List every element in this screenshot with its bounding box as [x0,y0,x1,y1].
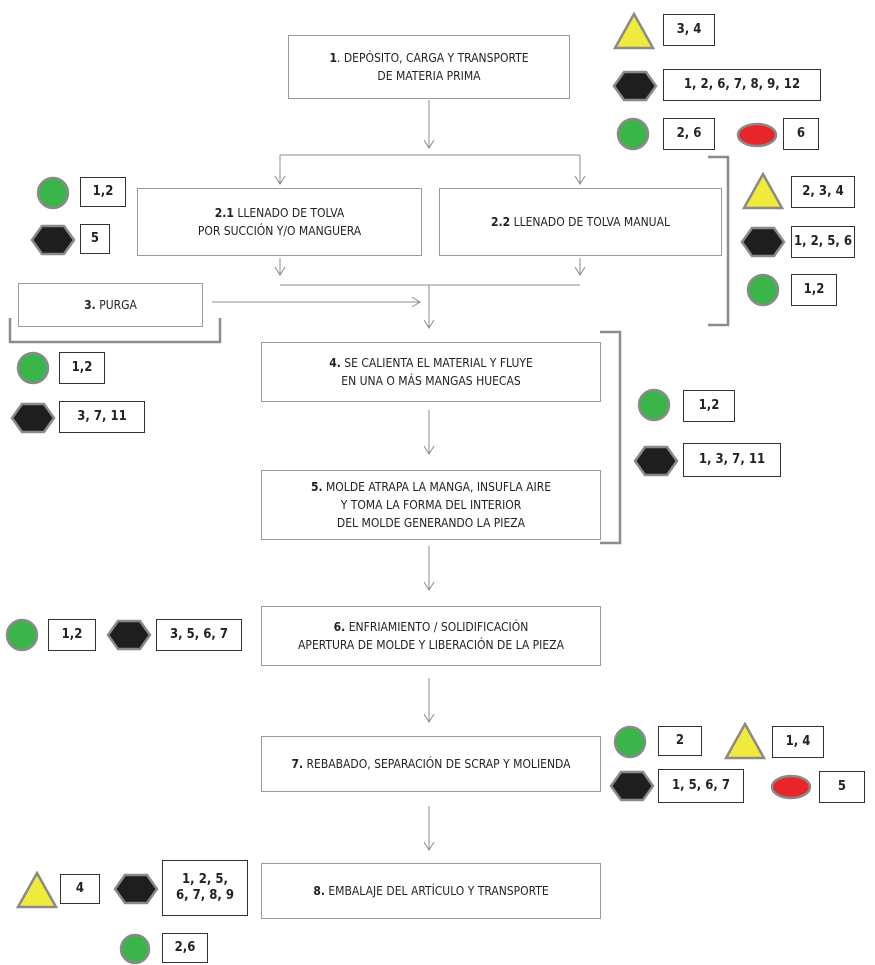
arrowhead [423,319,435,329]
label-box: 5 [819,771,865,803]
label-box: 1, 2, 5, 6 [791,226,855,258]
step-2-1-line2: POR SUCCIÓN Y/O MANGUERA [197,224,362,238]
arrowhead [423,139,435,149]
step-8-box: 8. EMBALAJE DEL ARTÍCULO Y TRANSPORTE [261,863,601,919]
step-3-box: 3. PURGA [18,283,203,327]
step-2-2-number: 2.2 [491,215,511,229]
step-1-box: 1. DEPÓSITO, CARGA Y TRANSPORTE DE MATER… [288,35,570,99]
circle-icon [5,618,39,652]
step-5-number: 5. [310,480,323,494]
step-8-number: 8. [313,884,325,898]
circle-icon [613,725,647,759]
label-box: 1,2 [48,619,96,651]
hexagon-icon [113,873,159,905]
label-line: 1, 2, 5, [182,872,228,887]
step-6-line1: ENFRIAMIENTO / SOLIDIFICACIÓN [345,620,529,634]
label-box: 5 [80,224,110,254]
step-6-box: 6. ENFRIAMIENTO / SOLIDIFICACIÓN APERTUR… [261,606,601,666]
arrowhead [574,266,586,276]
step-1-number: 1 [329,51,337,65]
step-8-line1: EMBALAJE DEL ARTÍCULO Y TRANSPORTE [324,884,549,898]
hexagon-icon [633,445,679,477]
warning-triangle-icon [742,172,784,210]
arrowhead [411,296,421,308]
step-6-line2: APERTURA DE MOLDE Y LIBERACIÓN DE LA PIE… [298,638,564,652]
label-box: 1, 2, 6, 7, 8, 9, 12 [663,69,821,101]
arrowhead [574,175,586,185]
circle-icon [746,273,780,307]
circle-icon [616,117,650,151]
step-5-box: 5. MOLDE ATRAPA LA MANGA, INSUFLA AIRE Y… [261,470,601,540]
arrowhead [423,713,435,723]
step-7-box: 7. REBABADO, SEPARACIÓN DE SCRAP Y MOLIE… [261,736,601,792]
circle-icon [637,388,671,422]
label-box: 1, 5, 6, 7 [658,769,744,803]
step-2-2-line1: LLENADO DE TOLVA MANUAL [510,215,670,229]
step-4-number: 4. [329,356,341,370]
step-2-2-box: 2.2 LLENADO DE TOLVA MANUAL [439,188,722,256]
step-7-number: 7. [291,757,304,771]
hexagon-icon [30,224,76,256]
arrowhead [423,581,435,591]
circle-icon [16,351,50,385]
step-7-line1: REBABADO, SEPARACIÓN DE SCRAP Y MOLIENDA [303,757,571,771]
circle-icon [36,176,70,210]
step-3-number: 3. [84,298,96,312]
arrowhead [423,841,435,851]
label-box: 1,2 [80,177,126,207]
ellipse-icon [736,122,778,148]
bracket-step-3 [8,318,222,344]
step-4-line2: EN UNA O MÁS MANGAS HUECAS [341,374,521,388]
label-box: 1, 4 [772,726,824,758]
label-box: 4 [60,874,100,904]
label-box: 3, 4 [663,14,715,46]
hexagon-icon [740,226,786,258]
bracket-steps-2 [708,155,730,327]
label-box: 1,2 [59,352,105,384]
warning-triangle-icon [613,12,655,50]
arrowhead [274,175,286,185]
step-2-1-box: 2.1 LLENADO DE TOLVA POR SUCCIÓN Y/O MAN… [137,188,422,256]
label-box: 3, 5, 6, 7 [156,619,242,651]
label-box: 2, 6 [663,118,715,150]
label-box: 1, 2, 5,6, 7, 8, 9 [162,860,248,916]
label-box: 1,2 [683,390,735,422]
label-box: 1,2 [791,274,837,306]
arrowhead [423,445,435,455]
hexagon-icon [106,619,152,651]
step-4-line1: SE CALIENTA EL MATERIAL Y FLUYE [340,356,533,370]
step-6-number: 6. [333,620,346,634]
ellipse-icon [770,774,812,800]
step-3-line1: PURGA [95,298,137,312]
step-2-1-number: 2.1 [214,206,234,220]
bracket-steps-4-5 [600,330,622,545]
step-5-line1: MOLDE ATRAPA LA MANGA, INSUFLA AIRE [322,480,552,494]
warning-triangle-icon [16,871,58,909]
step-1-line1: . DEPÓSITO, CARGA Y TRANSPORTE [336,51,529,65]
hexagon-icon [609,770,655,802]
step-5-line2: Y TOMA LA FORMA DEL INTERIOR [340,498,522,512]
hexagon-icon [612,70,658,102]
step-1-line2: DE MATERIA PRIMA [377,69,481,83]
label-box: 2,6 [162,933,208,963]
step-5-line3: DEL MOLDE GENERANDO LA PIEZA [336,516,526,530]
circle-icon [119,933,151,965]
warning-triangle-icon [724,722,766,760]
label-box: 2, 3, 4 [791,176,855,208]
label-box: 1, 3, 7, 11 [683,443,781,477]
step-4-box: 4. SE CALIENTA EL MATERIAL Y FLUYE EN UN… [261,342,601,402]
label-line: 6, 7, 8, 9 [175,888,235,903]
step-2-1-line1: LLENADO DE TOLVA [233,206,345,220]
label-box: 6 [783,118,819,150]
label-box: 2 [658,726,702,756]
hexagon-icon [10,402,56,434]
label-box: 3, 7, 11 [59,401,145,433]
arrowhead [274,266,286,276]
